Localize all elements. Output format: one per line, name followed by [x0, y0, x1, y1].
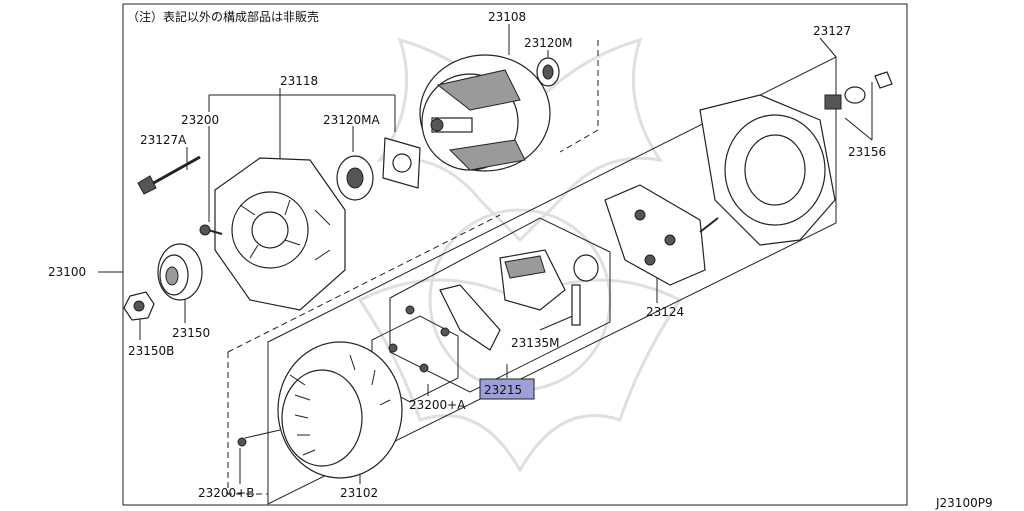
- rectifier: [604, 184, 719, 286]
- bearing-23120ma: [336, 137, 421, 201]
- part-label-23127a[interactable]: 23127A: [140, 133, 187, 147]
- outer-frame: [122, 3, 908, 506]
- assembly-box: [267, 56, 837, 505]
- part-label-23100[interactable]: 23100: [48, 265, 86, 279]
- rotor: [419, 54, 551, 172]
- part-label-23102[interactable]: 23102: [340, 486, 378, 500]
- bolt-23127a: [137, 155, 201, 195]
- part-label-23108[interactable]: 23108: [488, 10, 526, 24]
- part-label-23127[interactable]: 23127: [813, 24, 851, 38]
- regulator-box: [389, 217, 611, 393]
- nut-23150b: [123, 291, 155, 321]
- stator: [277, 341, 403, 479]
- lower-dashed-outline: [227, 352, 268, 495]
- screw-23200: [199, 224, 223, 236]
- bearing-23120m: [536, 57, 560, 87]
- note-text: （注）表記以外の構成部品は非販売: [127, 9, 319, 24]
- diagram-code: J23100P9: [935, 496, 993, 510]
- front-housing: [214, 157, 346, 311]
- part-label-23156[interactable]: 23156: [848, 145, 886, 159]
- pulley: [157, 243, 203, 301]
- part-label-23120ma[interactable]: 23120MA: [323, 113, 381, 127]
- rear-cover: [699, 94, 836, 246]
- part-label-23118[interactable]: 23118: [280, 74, 318, 88]
- part-label-23215[interactable]: 23215: [484, 383, 522, 397]
- rotor-dashed-outline: [559, 40, 599, 153]
- screw-23200b: [237, 437, 247, 447]
- part-label-23135m[interactable]: 23135M: [511, 336, 560, 350]
- part-label-23200[interactable]: 23200: [181, 113, 219, 127]
- part-label-23200b[interactable]: 23200+B: [198, 486, 254, 500]
- part-label-23150[interactable]: 23150: [172, 326, 210, 340]
- part-label-23150b[interactable]: 23150B: [128, 344, 174, 358]
- regulator: [405, 249, 599, 351]
- terminal-23156: [824, 71, 893, 110]
- screws-23200a: [388, 343, 429, 373]
- part-label-23124[interactable]: 23124: [646, 305, 684, 319]
- dashed-diagonal: [227, 214, 501, 353]
- highlight-23215: [479, 378, 535, 400]
- part-label-23120m[interactable]: 23120M: [524, 36, 573, 50]
- part-label-23200a[interactable]: 23200+A: [409, 398, 466, 412]
